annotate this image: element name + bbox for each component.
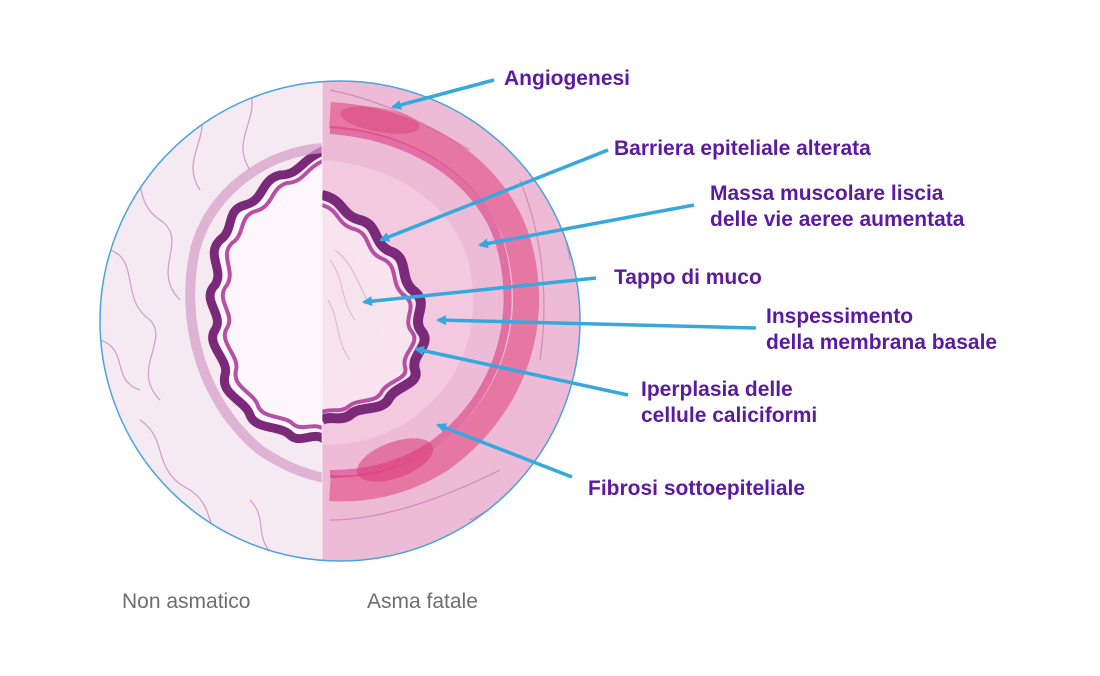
non-asthmatic-half: [100, 81, 322, 561]
label-tappo-muco: Tappo di muco: [614, 266, 762, 289]
label-iperplasia-line1: Iperplasia delle: [641, 378, 793, 401]
arrow-barriera: [379, 148, 609, 242]
label-fibrosi: Fibrosi sottoepiteliale: [588, 477, 806, 500]
label-inspessimento-line1: Inspessimento: [766, 305, 914, 328]
caption-non-asmatico: Non asmatico: [122, 590, 251, 613]
arrow-iperplasia: [414, 345, 629, 397]
label-iperplasia-line2: cellule caliciformi: [641, 404, 818, 427]
fatal-asthma-half: [322, 81, 580, 561]
disc-outline: [99, 80, 581, 562]
caption-asma-fatale: Asma fatale: [367, 590, 478, 613]
label-massa-muscolare-line2: delle vie aeree aumentata: [710, 208, 965, 231]
arrow-fibrosi: [436, 423, 573, 479]
label-barriera-epiteliale: Barriera epiteliale alterata: [614, 137, 871, 160]
histology-disc: [100, 81, 580, 561]
label-massa-muscolare-line1: Massa muscolare liscia: [710, 182, 944, 205]
arrow-tappo: [362, 276, 597, 307]
arrow-inspessimento: [436, 315, 757, 330]
label-inspessimento-line2: della membrana basale: [766, 331, 998, 354]
callout-arrows: [362, 78, 757, 479]
arrow-massa: [478, 203, 695, 249]
arrow-angiogenesi: [391, 78, 495, 110]
label-angiogenesi: Angiogenesi: [504, 67, 631, 90]
